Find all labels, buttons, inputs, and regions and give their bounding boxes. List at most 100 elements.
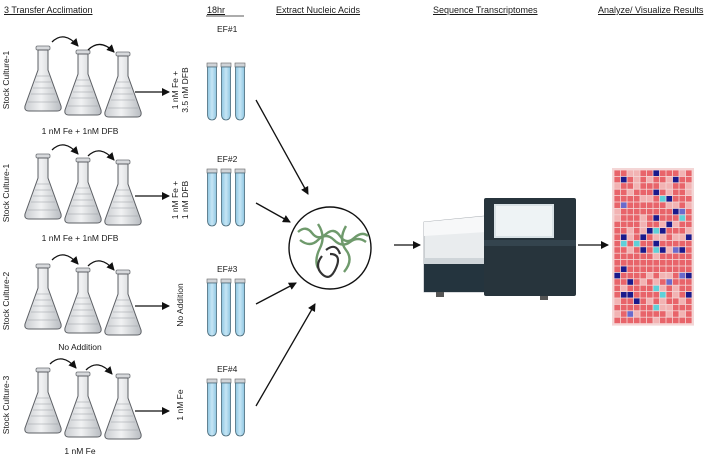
heatmap-cell: [659, 317, 666, 324]
heatmap-cell: [614, 298, 621, 304]
heatmap-cell: [666, 183, 673, 189]
heatmap-cell: [659, 272, 666, 279]
heatmap-cell: [614, 279, 621, 285]
heatmap-cell: [614, 189, 621, 196]
heatmap-cell: [679, 292, 686, 298]
heatmap-cell: [640, 260, 647, 266]
heatmap-cell: [672, 266, 679, 272]
heatmap-cell: [659, 260, 666, 266]
heatmap-cell: [633, 253, 640, 260]
heatmap-cell: [620, 279, 627, 285]
heatmap-cell: [685, 292, 692, 298]
heatmap-cell: [640, 170, 647, 176]
heatmap-cell: [640, 208, 647, 215]
heatmap-cell: [666, 272, 673, 279]
heatmap-cell: [659, 176, 666, 183]
heatmap-cell: [633, 234, 640, 240]
heatmap-cell: [620, 285, 627, 292]
heatmap-cell: [659, 292, 666, 298]
heatmap-cell: [653, 311, 660, 317]
heatmap-cell: [646, 285, 653, 292]
heatmap-cell: [620, 304, 627, 311]
heatmap-cell: [646, 215, 653, 221]
heatmap-cell: [620, 228, 627, 234]
header-acclimation: 3 Transfer Acclimation: [4, 5, 93, 15]
heatmap-cell: [614, 196, 621, 202]
heatmap-cell: [614, 176, 621, 183]
heatmap-cell: [614, 221, 621, 228]
heatmap-cell: [666, 202, 673, 208]
heatmap-cell: [659, 183, 666, 189]
heatmap-cell: [640, 253, 647, 260]
heatmap-cell: [672, 228, 679, 234]
heatmap-cell: [614, 266, 621, 272]
heatmap-cell: [640, 272, 647, 279]
heatmap-cell: [640, 176, 647, 183]
heatmap-cell: [679, 183, 686, 189]
heatmap-cell: [685, 285, 692, 292]
heatmap-cell: [640, 292, 647, 298]
heatmap-cell: [620, 292, 627, 298]
heatmap-cell: [646, 176, 653, 183]
heatmap-cell: [614, 253, 621, 260]
heatmap-cell: [679, 272, 686, 279]
heatmap-cell: [685, 215, 692, 221]
heatmap-cell: [672, 298, 679, 304]
condition-label-3: No Addition: [58, 342, 102, 352]
heatmap-cell: [672, 285, 679, 292]
heatmap-cell: [620, 298, 627, 304]
heatmap-cell: [620, 189, 627, 196]
heatmap-cell: [666, 260, 673, 266]
heatmap-cell: [614, 317, 621, 324]
heatmap-cell: [685, 183, 692, 189]
heatmap-cell: [633, 170, 640, 176]
heatmap-cell: [653, 240, 660, 247]
heatmap-cell: [640, 317, 647, 324]
heatmap-cell: [620, 215, 627, 221]
heatmap-cell: [633, 221, 640, 228]
heatmap-cell: [679, 266, 686, 272]
heatmap-cell: [666, 221, 673, 228]
heatmap-cell: [620, 260, 627, 266]
heatmap-cell: [685, 304, 692, 311]
heatmap-cell: [627, 228, 634, 234]
heatmap-cell: [659, 247, 666, 253]
heatmap-cell: [653, 215, 660, 221]
ef-label-3: EF#3: [217, 264, 238, 274]
heatmap-cell: [633, 279, 640, 285]
heatmap-cell: [653, 266, 660, 272]
heatmap-cell: [679, 247, 686, 253]
heatmap-cell: [679, 311, 686, 317]
heatmap-cell: [666, 292, 673, 298]
heatmap-cell: [679, 279, 686, 285]
heatmap-cell: [653, 279, 660, 285]
heatmap-cell: [659, 196, 666, 202]
heatmap-cell: [679, 240, 686, 247]
heatmap-cell: [633, 317, 640, 324]
heatmap-cell: [679, 253, 686, 260]
heatmap-cell: [659, 266, 666, 272]
heatmap-cell: [672, 317, 679, 324]
heatmap-cell: [627, 279, 634, 285]
heatmap-cell: [620, 176, 627, 183]
heatmap-cell: [633, 202, 640, 208]
ef-label-4: EF#4: [217, 364, 238, 374]
heatmap-cell: [672, 170, 679, 176]
heatmap-cell: [627, 240, 634, 247]
heatmap-cell: [672, 176, 679, 183]
heatmap-cell: [646, 208, 653, 215]
heatmap-cell: [614, 304, 621, 311]
header-analyze: Analyze/ Visualize Results: [598, 5, 704, 15]
heatmap-cell: [672, 253, 679, 260]
heatmap-cell: [614, 208, 621, 215]
heatmap-cell: [646, 234, 653, 240]
heatmap-cell: [685, 221, 692, 228]
heatmap-cell: [620, 253, 627, 260]
heatmap-cell: [672, 183, 679, 189]
dna-helix-icon: [288, 206, 372, 290]
heatmap-cell: [685, 170, 692, 176]
heatmap-cell: [672, 272, 679, 279]
heatmap-cell: [666, 170, 673, 176]
heatmap-cell: [653, 228, 660, 234]
heatmap-cell: [666, 285, 673, 292]
